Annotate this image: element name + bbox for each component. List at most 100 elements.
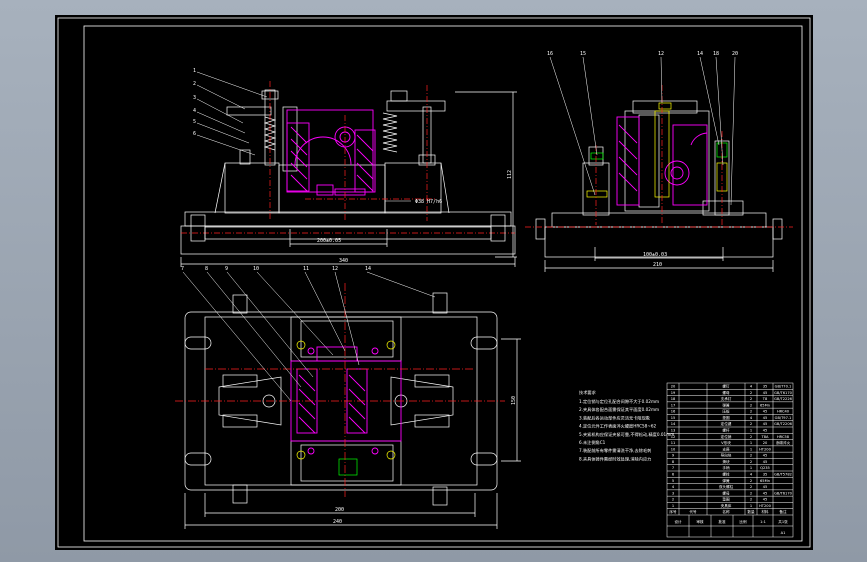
bom-cell-r15-c5: 35 [763,473,768,477]
balloon-front-2: 2 [193,81,196,87]
dim-front-height: 112 [507,170,513,179]
balloon-front-4: 4 [193,108,196,114]
bom-cell-r15-c3: 螺栓 [722,472,730,477]
bom-cell-r18-c6: GB/T6170 [774,491,793,495]
front-base-body [180,225,516,255]
dim-front-overall-width: 340 [339,258,348,264]
bom-header-5: 材料 [761,509,769,514]
front-fit-annotation: Φ38 H7/h6 [415,199,442,205]
front-section-hatch [286,109,376,196]
bom-cell-r13-c4: 2 [750,460,752,464]
side-view [525,56,793,272]
bom-cell-r17-c3: 双头螺柱 [719,484,734,489]
bom-cell-r6-c3: 垫圈 [722,415,730,420]
note-line-3: 3.装配后各运动部件应灵活无卡阻现象 [579,414,650,421]
bom-cell-r8-c3: 螺杆 [722,428,730,433]
bom-header-1: 序号 [669,509,677,514]
front-view [180,71,517,267]
bom-cell-r2-c5: 45 [763,391,768,395]
drawing-frame [57,17,811,548]
front-right-column [384,162,442,214]
note-line-1: 1.定位销与定位孔配合间隙不大于0.02mm [579,398,659,405]
bom-cell-r5-c5: 45 [763,410,768,414]
bom-cell-r8-c1: 13 [671,429,676,433]
bom-cell-r18-c5: 45 [763,491,768,495]
bom-cell-r14-c3: 手柄 [722,465,730,470]
bom-cell-r5-c6: HRC40 [777,410,790,414]
bom-cell-r4-c4: 2 [750,403,752,407]
title-block-outline [666,382,794,538]
balloon-front-5: 5 [193,119,196,125]
bom-cell-r15-c1: 6 [672,473,675,477]
bom-cell-r6-c4: 4 [750,416,753,420]
balloon-top-7: 7 [181,266,184,272]
bom-cell-r11-c1: 10 [671,447,676,451]
bom-cell-r6-c1: 15 [671,416,676,420]
bom-cell-r12-c3: 导向块 [721,453,732,458]
bom-cell-r18-c3: 螺母 [722,490,730,495]
balloon-side-20: 20 [732,51,738,57]
bom-cell-r9-c1: 12 [671,435,676,439]
bom-cell-r2-c4: 2 [750,391,752,395]
balloon-top-9: 9 [225,266,228,272]
bom-cell-r3-c4: 2 [750,397,752,401]
bom-cell-r7-c1: 14 [671,422,676,426]
bom-header-6: 备注 [779,509,787,514]
bom-cell-r6-c5: 45 [763,416,768,420]
bom-header-3: 名称 [722,509,730,514]
bom-cell-r15-c6: GB/T5782 [774,473,792,477]
bom-cell-r10-c6: 渗碳淬火 [776,440,791,445]
side-highlight-parts [586,102,728,198]
bom-cell-r2-c3: 螺母 [722,390,730,395]
bom-cell-r19-c3: 垫圈 [722,497,730,502]
note-line-5: 5.夹紧机构应保证夹紧可靠,不得松动,精度0.01mm [579,431,674,438]
front-left-clamp [226,106,272,116]
notes-title: 技术要求 [579,389,597,396]
bom-cell-r9-c4: 2 [750,435,752,439]
bom-cell-r2-c1: 19 [671,391,676,395]
bom-cell-r10-c1: 11 [671,441,676,445]
bom-cell-r3-c1: 18 [671,397,676,401]
sheet-size: A1 [781,531,786,535]
balloon-front-3: 3 [193,95,196,101]
bom-header-4: 数量 [747,509,755,514]
bom-cell-r18-c4: 2 [750,491,752,495]
dim-side-inner-width: 100±0.03 [643,252,667,258]
balloon-side-14: 14 [697,51,703,57]
bom-cell-r9-c5: T8A [761,435,769,439]
bom-cell-r5-c4: 2 [750,410,752,414]
bom-cell-r3-c5: T8 [762,397,768,401]
front-base-plate [184,211,512,227]
top-section-hatch [290,346,402,455]
title-footer-4: 比例 [739,519,747,524]
note-line-2: 2.夹具体各配合面需保证其平面度0.02mm [579,406,659,413]
balloon-top-14: 14 [365,266,371,272]
bom-cell-r16-c4: 2 [750,479,752,483]
bom-cell-r3-c3: 支承钉 [721,396,732,401]
notes-lines: 1.定位销与定位孔配合间隙不大于0.02mm2.夹具体各配合面需保证其平面度0.… [579,398,674,462]
bom-cell-r16-c5: 65Mn [760,479,770,483]
fixture-assembly-drawing: 技术要求 1.定位销与定位孔配合间隙不大于0.02mm2.夹具体各配合面需保证其… [57,17,811,548]
front-left-column [224,162,280,214]
bom-cell-r4-c5: 65Mn [760,403,770,407]
bom-cell-r9-c6: HRC58 [777,435,790,439]
bom-cell-r20-c5: HT200 [759,504,771,508]
note-line-7: 7.装配前所有零件需清洗干净,去除毛刺 [579,447,651,454]
bom-cell-r1-c4: 4 [750,385,753,389]
balloon-side-12: 12 [658,51,664,57]
bom-cell-r1-c5: 35 [763,385,768,389]
technical-notes: 技术要求 1.定位销与定位孔配合间隙不大于0.02mm2.夹具体各配合面需保证其… [579,389,674,462]
bom-cell-r12-c1: 9 [672,454,675,458]
bom-cell-r3-c6: GB/T2226 [774,397,793,401]
title-footer-1: 设计 [674,519,682,524]
bom-cell-r5-c3: 压板 [722,409,730,414]
bom-cell-r11-c3: 支座 [722,446,730,451]
bom-cell-r10-c3: V形块 [721,440,731,445]
bom-cell-r13-c5: 45 [763,460,768,464]
title-footer-6: 共1张 [778,519,788,524]
bom-cell-r7-c3: 定位键 [721,421,732,426]
